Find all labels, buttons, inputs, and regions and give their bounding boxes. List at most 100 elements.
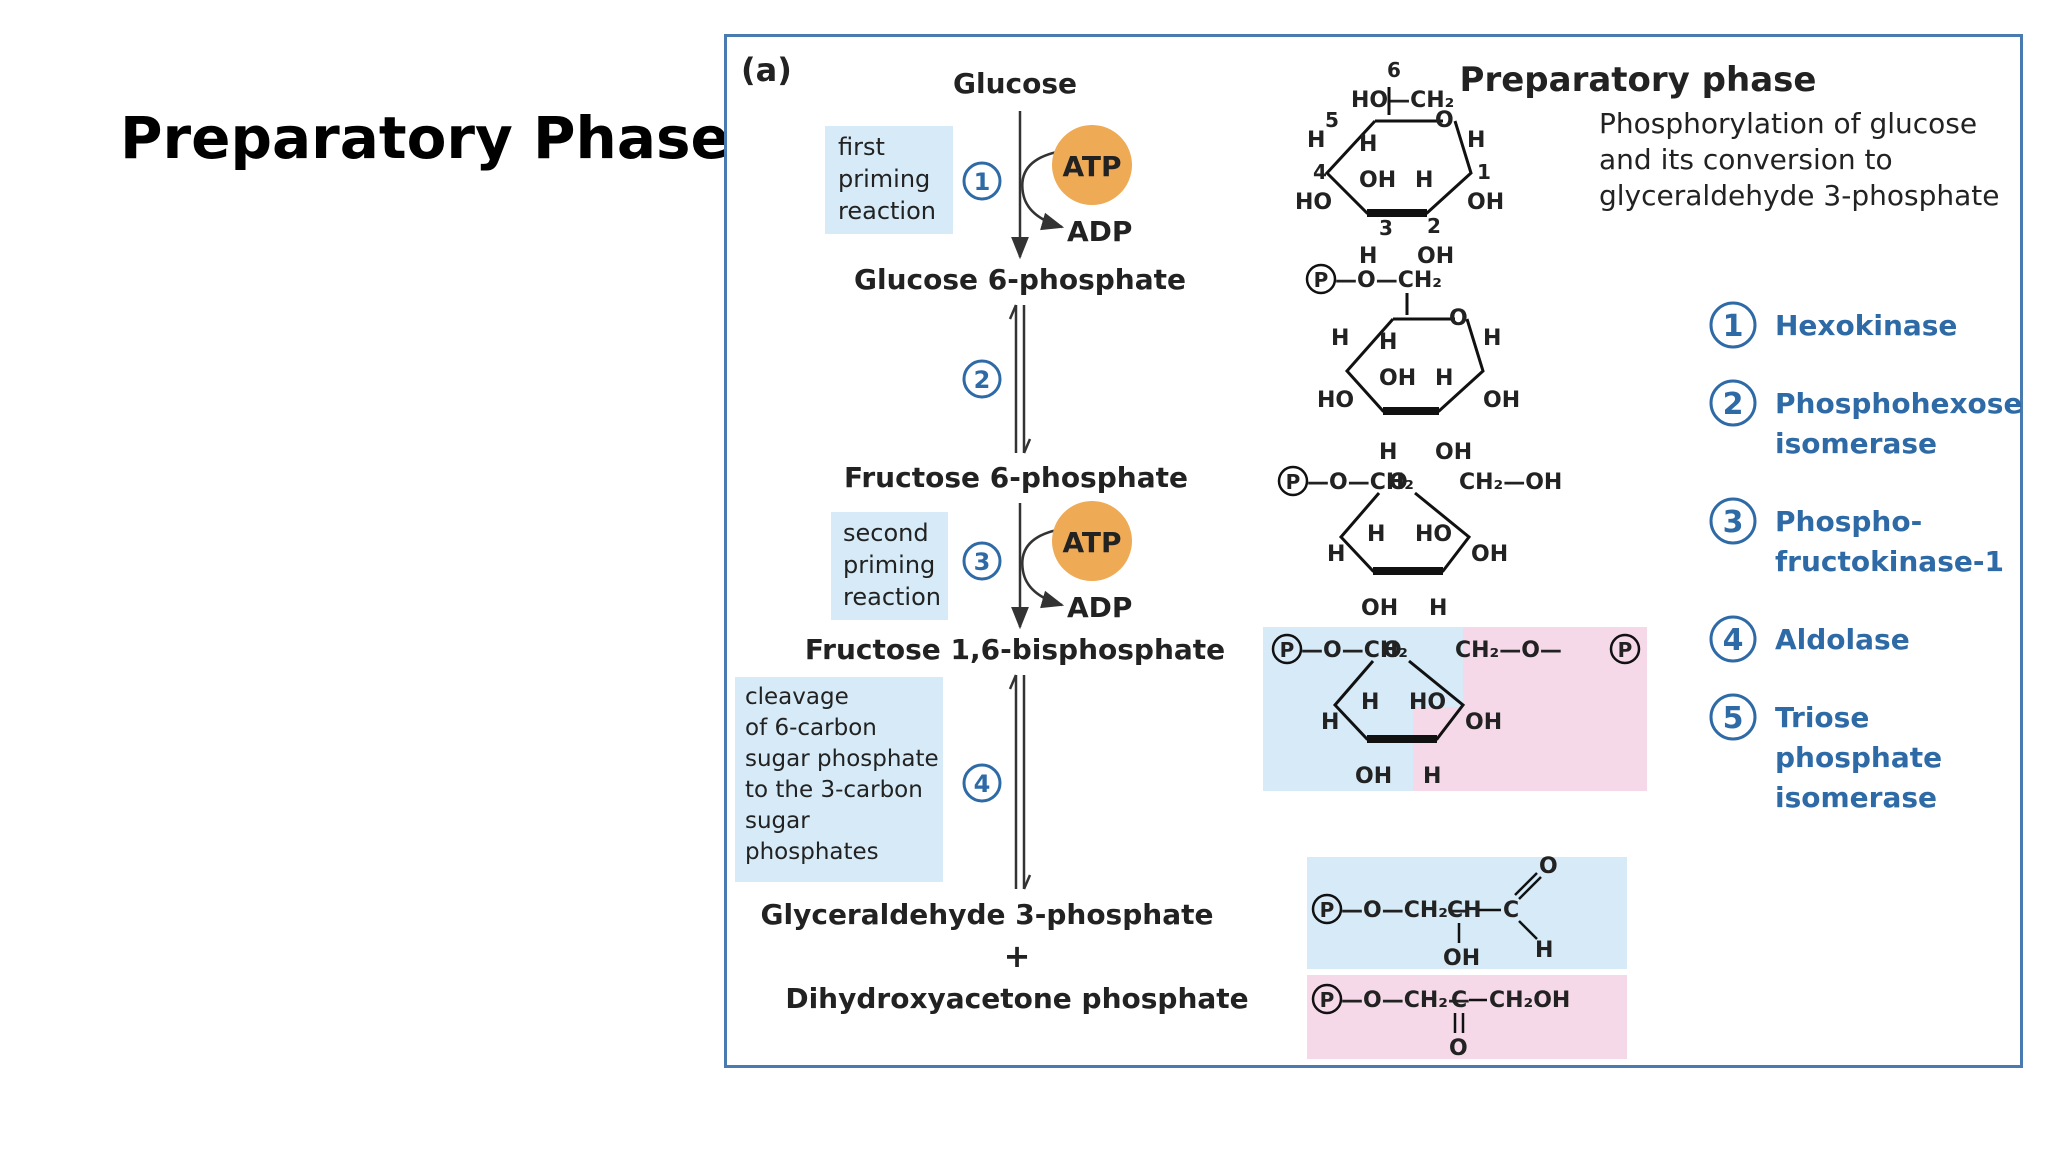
svg-text:H: H <box>1483 326 1501 351</box>
dhap-region <box>1307 975 1627 1059</box>
glycolysis-figure: (a) Preparatory phase Phosphorylation of… <box>724 34 2023 1068</box>
step-1-marker: 1 <box>962 161 1002 201</box>
g3p-region <box>1307 857 1627 969</box>
enzyme-2: 2 Phosphohexose isomerase <box>1709 379 2022 460</box>
svg-text:H: H <box>1331 326 1349 351</box>
cleavage-line-6: phosphates <box>745 839 879 865</box>
cleavage-line-2: of 6-carbon <box>745 715 877 741</box>
panel-description-2: and its conversion to <box>1599 143 1893 176</box>
svg-text:4: 4 <box>974 770 991 798</box>
panel-heading: Preparatory phase <box>1460 60 1817 100</box>
enzyme-1: 1 Hexokinase <box>1709 301 1957 349</box>
svg-text:H: H <box>1429 596 1447 621</box>
svg-text:5: 5 <box>1723 701 1744 736</box>
metabolite-fructose-6-phosphate: Fructose 6-phosphate <box>844 461 1188 494</box>
svg-text:OH: OH <box>1435 440 1472 465</box>
svg-text:CH₂—O—: CH₂—O— <box>1455 638 1562 663</box>
svg-text:—O—CH₂: —O—CH₂ <box>1335 268 1442 293</box>
slide-title: Preparatory Phase <box>120 104 730 172</box>
svg-text:OH: OH <box>1355 764 1392 789</box>
panel-description-3: glyceraldehyde 3-phosphate <box>1599 179 1999 212</box>
second-priming-box <box>831 512 948 620</box>
svg-text:HO: HO <box>1317 388 1354 413</box>
svg-text:CH₂—OH: CH₂—OH <box>1459 470 1562 495</box>
svg-text:1: 1 <box>974 168 991 196</box>
svg-text:O: O <box>1539 854 1558 879</box>
step-2-barb-bottom <box>1022 438 1032 454</box>
svg-text:5: 5 <box>1325 108 1339 132</box>
svg-text:OH: OH <box>1467 190 1504 215</box>
svg-text:OH: OH <box>1361 596 1398 621</box>
metabolite-glucose: Glucose <box>953 67 1077 100</box>
svg-text:3: 3 <box>1379 216 1393 240</box>
svg-text:OH: OH <box>1417 244 1454 269</box>
metabolite-dihydroxyacetone-phosphate: Dihydroxyacetone phosphate <box>785 982 1248 1015</box>
svg-text:P: P <box>1618 638 1633 662</box>
second-priming-line-1: second <box>843 519 929 547</box>
plus-sign: + <box>1004 937 1031 975</box>
svg-text:—O—CH₂—: —O—CH₂— <box>1341 988 1470 1013</box>
svg-text:HO: HO <box>1415 522 1452 547</box>
svg-text:H: H <box>1321 710 1339 735</box>
svg-text:H: H <box>1307 128 1325 153</box>
svg-text:P: P <box>1320 988 1335 1012</box>
adp-label-2: ADP <box>1067 591 1132 624</box>
glyceraldehyde-3-phosphate-structure: P —O—CH₂— CH C OH O H <box>1311 854 1558 971</box>
svg-text:H: H <box>1359 132 1377 157</box>
svg-text:OH: OH <box>1379 366 1416 391</box>
svg-text:OH: OH <box>1483 388 1520 413</box>
svg-text:6: 6 <box>1387 58 1401 82</box>
enzyme-5: 5 Triose phosphate isomerase <box>1709 693 1942 814</box>
svg-text:Aldolase: Aldolase <box>1775 623 1910 656</box>
svg-text:H: H <box>1359 244 1377 269</box>
svg-text:CH: CH <box>1447 898 1482 923</box>
svg-text:2: 2 <box>1427 214 1441 238</box>
svg-text:phosphate: phosphate <box>1775 741 1942 774</box>
svg-text:P: P <box>1320 898 1335 922</box>
svg-text:H: H <box>1535 938 1553 963</box>
step-4-barb-bottom <box>1022 874 1032 890</box>
svg-text:HO: HO <box>1295 190 1332 215</box>
svg-text:1: 1 <box>1477 160 1491 184</box>
svg-text:OH: OH <box>1443 946 1480 971</box>
cleavage-line-4: to the 3-carbon <box>745 777 923 803</box>
svg-text:HO—CH₂: HO—CH₂ <box>1351 88 1454 113</box>
svg-text:3: 3 <box>1723 505 1744 540</box>
diagram-canvas: (a) Preparatory phase Phosphorylation of… <box>735 51 2022 1061</box>
first-priming-line-2: priming <box>838 165 930 193</box>
svg-text:H: H <box>1379 330 1397 355</box>
svg-text:2: 2 <box>974 366 991 394</box>
dihydroxyacetone-phosphate-structure: P —O—CH₂— C CH₂OH O <box>1311 983 1570 1061</box>
svg-text:OH: OH <box>1359 168 1396 193</box>
svg-text:Triose: Triose <box>1775 701 1869 734</box>
second-priming-line-2: priming <box>843 551 935 579</box>
svg-text:—O—CH₂: —O—CH₂ <box>1301 638 1408 663</box>
svg-text:P: P <box>1286 470 1301 494</box>
svg-text:—O—CH₂: —O—CH₂ <box>1307 470 1414 495</box>
svg-text:—O—CH₂—: —O—CH₂— <box>1341 898 1470 923</box>
atp-label-1: ATP <box>1062 150 1121 183</box>
cleavage-line-5: sugar <box>745 808 810 834</box>
cleavage-box <box>735 677 943 882</box>
svg-text:H: H <box>1467 128 1485 153</box>
step-1-cofactor-curve <box>1021 149 1065 231</box>
atp-circle-2 <box>1052 501 1132 581</box>
step-3-cofactor-curve <box>1021 527 1065 609</box>
svg-text:P: P <box>1280 638 1295 662</box>
svg-text:4: 4 <box>1313 160 1327 184</box>
svg-text:OH: OH <box>1471 542 1508 567</box>
svg-text:Hexokinase: Hexokinase <box>1775 309 1957 342</box>
metabolite-fructose-1-6-bisphosphate: Fructose 1,6-bisphosphate <box>805 633 1225 666</box>
svg-text:C: C <box>1503 898 1519 923</box>
atp-label-2: ATP <box>1062 526 1121 559</box>
svg-text:O: O <box>1449 1036 1468 1061</box>
adp-label-1: ADP <box>1067 215 1132 248</box>
enzyme-3: 3 Phospho- fructokinase-1 <box>1709 497 2004 578</box>
cleavage-line-1: cleavage <box>745 684 849 710</box>
atp-circle-1 <box>1052 125 1132 205</box>
first-priming-line-1: first <box>838 133 885 161</box>
fructose-6-phosphate-structure: P —O—CH₂ O CH₂—OH H H HO OH OH H <box>1277 465 1562 621</box>
svg-text:isomerase: isomerase <box>1775 781 1937 814</box>
svg-text:H: H <box>1435 366 1453 391</box>
cleavage-line-3: sugar phosphate <box>745 746 939 772</box>
